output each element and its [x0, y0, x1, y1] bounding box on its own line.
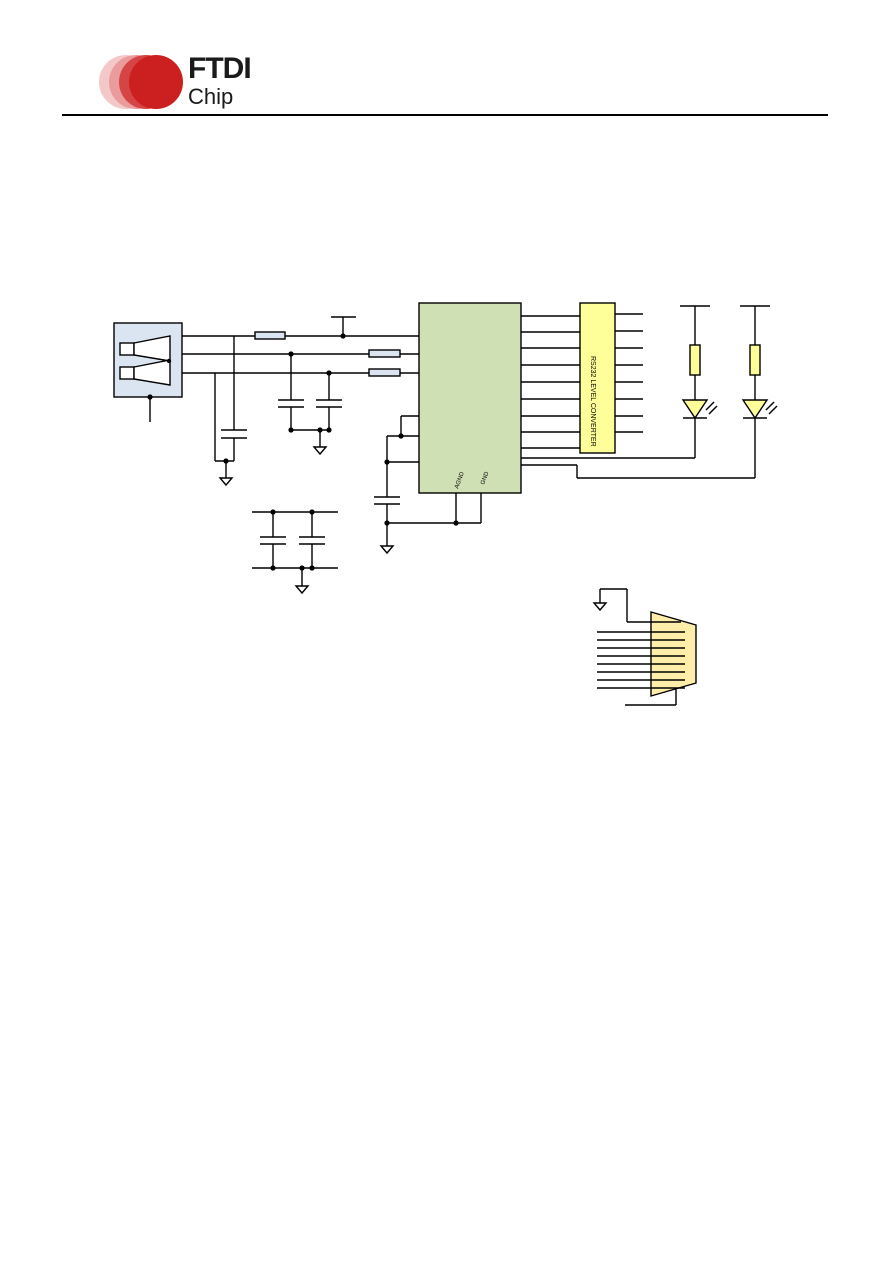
logo-text-ftdi: FTDI: [188, 52, 252, 85]
ic-pin-gnd-label: GND: [480, 470, 490, 485]
logo-text-chip: Chip: [188, 84, 234, 109]
junction-dots: [147, 333, 459, 571]
ic-pin-agnd-label: AGND: [454, 471, 466, 490]
level-converter-label: RS232 LEVEL CONVERTER: [589, 356, 596, 447]
usb-connector: [113, 322, 183, 422]
ftdi-logo-mark: [99, 55, 183, 109]
header-rule: [62, 114, 828, 116]
